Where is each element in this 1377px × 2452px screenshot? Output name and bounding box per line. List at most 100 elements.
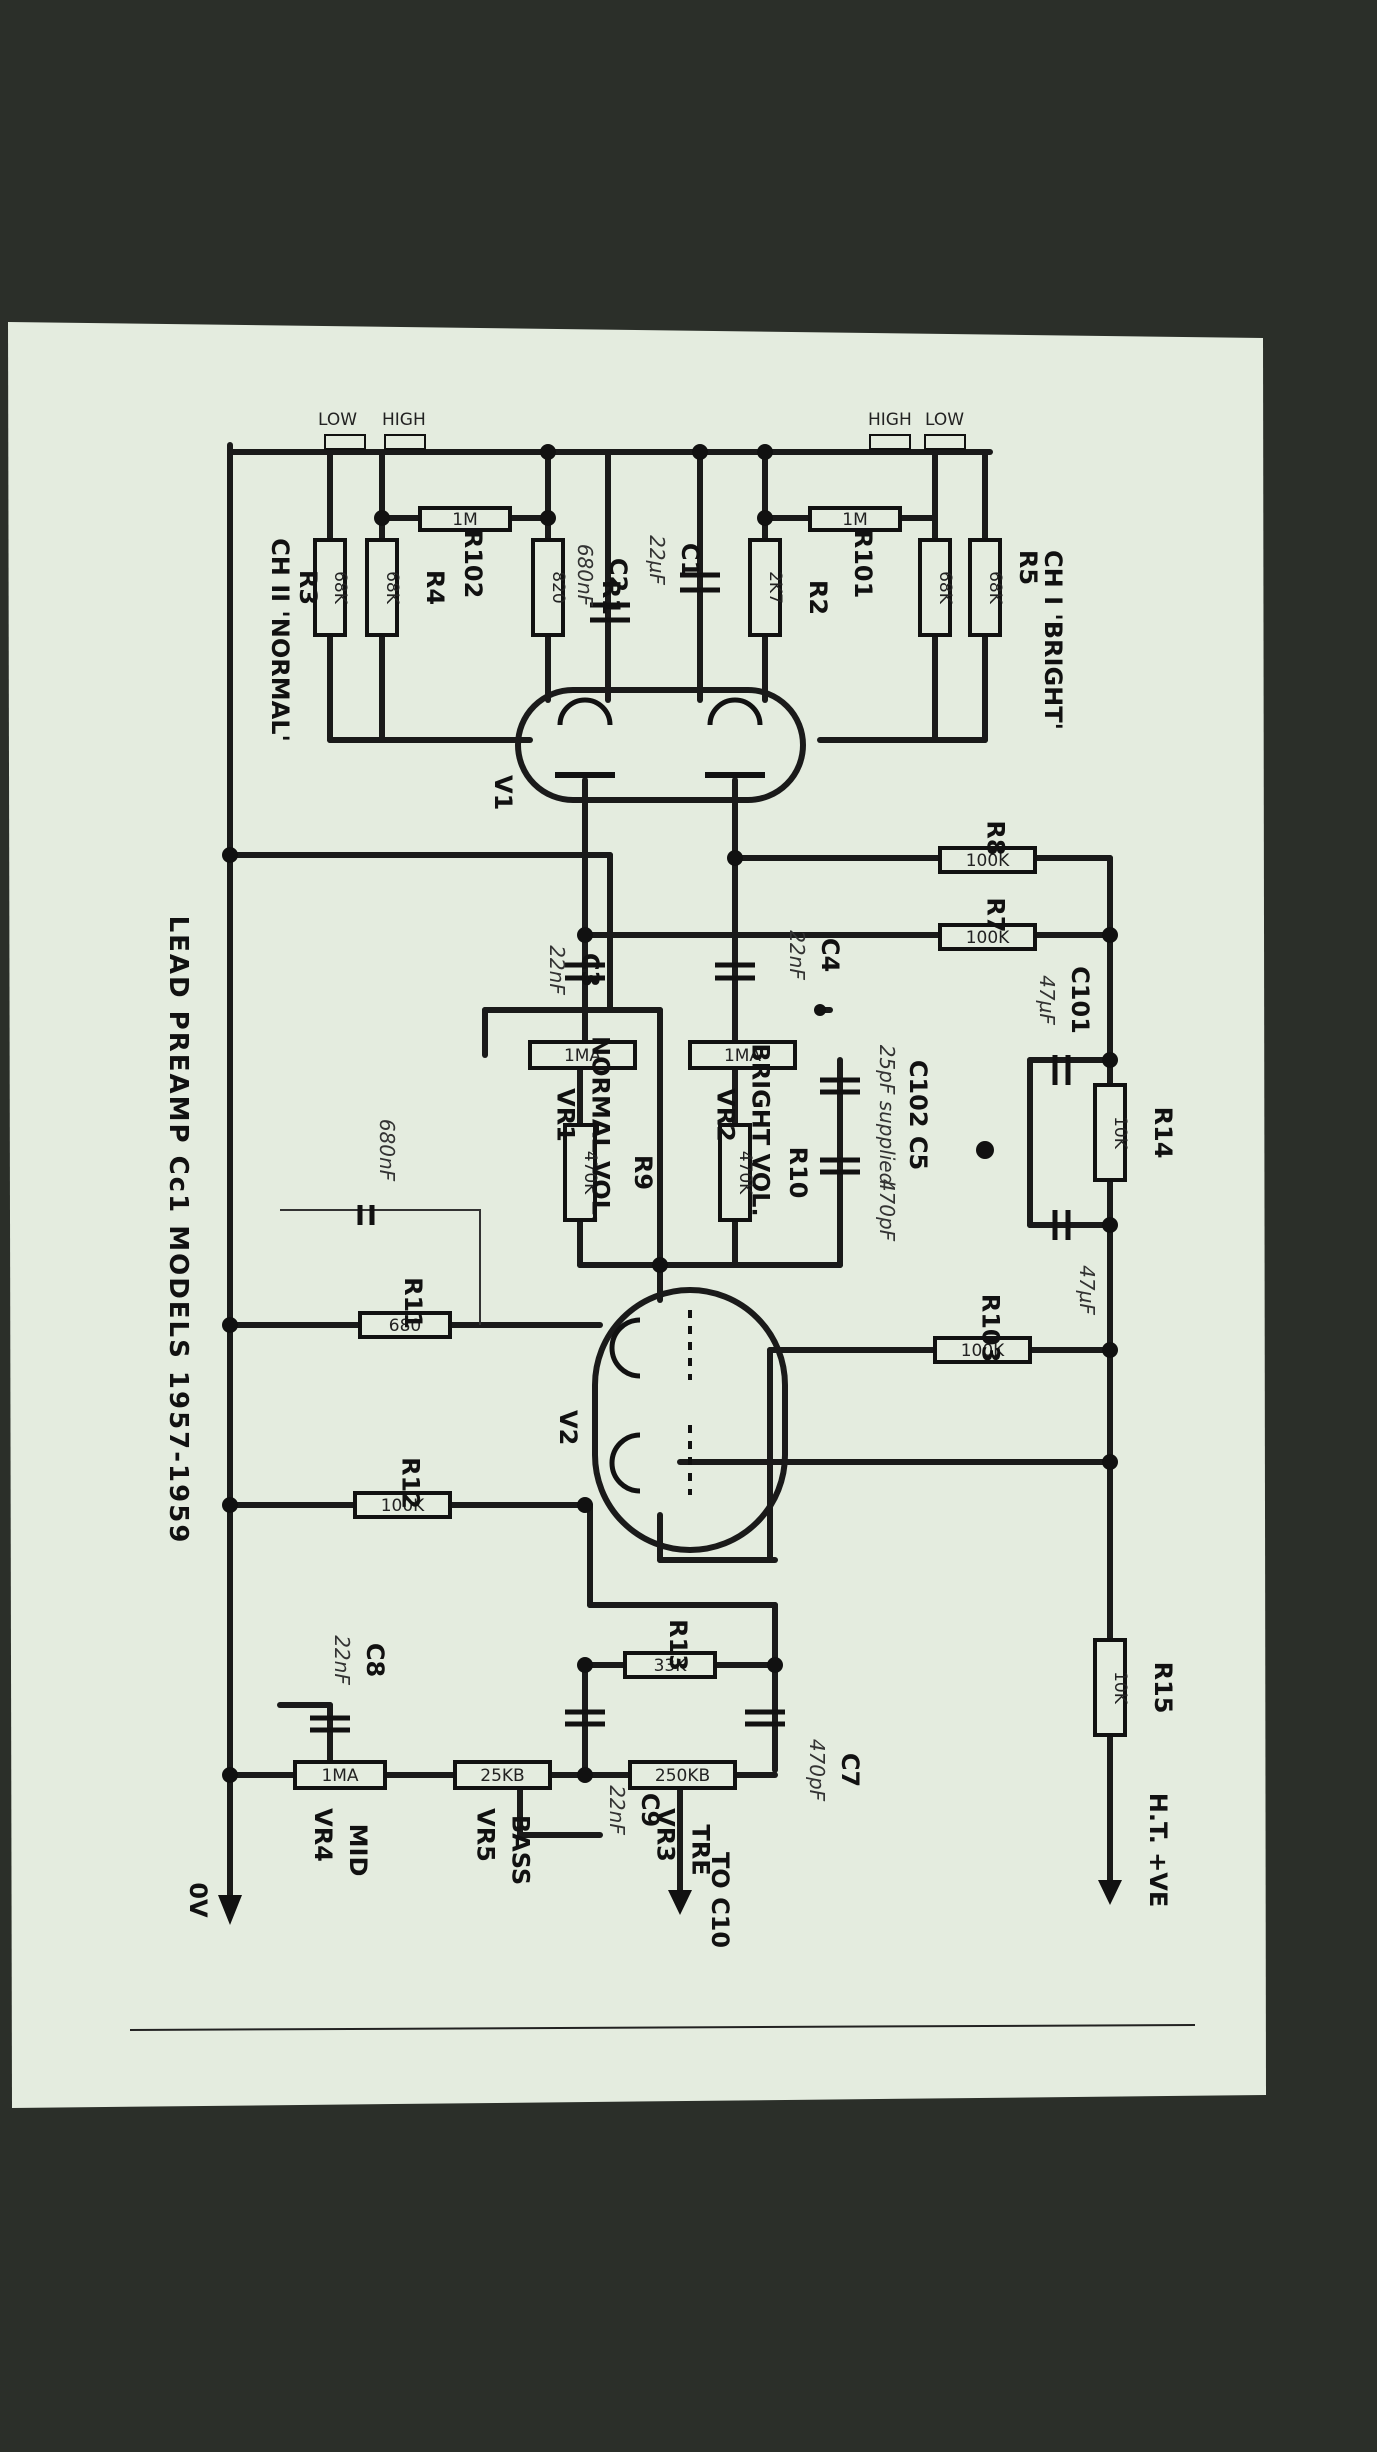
capacitor-c5b: 470pF [875,1179,899,1242]
resistor-body [968,538,1002,637]
resistor-ref: R102 [459,530,487,599]
channel-2-label: CH II 'NORMAL' [266,538,294,742]
resistor-value: 1M [842,510,867,530]
pot-body [688,1040,797,1070]
switch-right-low [924,434,966,450]
pot-body [293,1760,387,1790]
resistor-value: 470K [735,1151,755,1195]
resistor-ref: R7 [982,897,1010,932]
resistor-value: 100K [966,928,1010,948]
capacitor-c1: C1 22µF [645,535,704,585]
resistor-r15: 10K R15 [1093,1638,1177,1737]
resistor-ref: R3 [294,570,322,605]
resistor-value: 68K [935,571,955,605]
switch-right-high [869,434,911,450]
valve-v2-label: V2 [554,1410,582,1445]
ground-arrow-icon [218,1895,242,1925]
ht-label: H.T. +VE [1144,1793,1172,1907]
ht-arrow-icon [1098,1880,1122,1905]
capacitor-value: 470pF [875,1179,899,1242]
capacitor-value: 22nF [330,1635,354,1685]
capacitor-value: 470pF [805,1739,829,1802]
v2-valve-envelope [592,1287,788,1553]
resistor-value: 100K [961,1341,1005,1361]
switch-left-low [324,434,366,450]
resistor-ref: R101 [849,530,877,599]
pot-value: 1MA [724,1046,761,1066]
pot-body [628,1760,737,1790]
resistor-value: 10K [1110,1116,1130,1150]
resistor-body [365,538,399,637]
resistor-ref: R14 [1149,1107,1177,1159]
resistor-ref: R103 [977,1294,1005,1363]
resistor-body [313,538,347,637]
resistor-value: 100K [381,1496,425,1516]
capacitor-ref: C9 [636,1793,664,1827]
capacitor-value: 47µF [1035,975,1059,1025]
to-c10-label: TO C10 [706,1852,734,1948]
resistor-body [938,923,1037,951]
pot-function: BRIGHT VOL. [747,1043,775,1216]
resistor-ref: R8 [982,820,1010,855]
capacitor-ref: C8 [361,1643,389,1677]
junctions [222,444,1118,1783]
resistor-ref: R9 [629,1155,657,1190]
bottom-rule [129,2024,1196,2031]
resistor-body [938,846,1037,874]
capacitor-ref: C1 [676,543,704,577]
resistor-value: 2K7 [765,571,785,604]
capacitor-ref: C7 [836,1753,864,1787]
capacitor-plates [310,572,1071,1733]
pot-ref: VR1 [552,1088,580,1142]
v2-cathode-b [609,1432,641,1494]
pot-function: TRE [687,1824,715,1875]
components-layer: 68KR368KR41MR102820R12K7R21MR10168KR668K… [293,506,1177,1885]
capacitor-value: 47µF [1075,1265,1099,1315]
switch-label-right-low: LOW [925,410,964,430]
pot-value: 1MA [321,1766,358,1786]
ground-label: 0V [184,1882,212,1918]
capacitor-value: 680nF [573,544,597,607]
valve-v1-label: V1 [489,775,517,810]
resistor-body [748,538,782,637]
resistor-body [918,538,952,637]
v1-valve-envelope [515,687,806,803]
capacitor-ref: C102 C5 [904,1060,932,1170]
resistor-ref: R13 [664,1619,692,1671]
pot-ref: VR5 [472,1808,500,1862]
pot-value: 25KB [480,1766,524,1786]
pot-ref: VR3 [652,1808,680,1862]
pot-function: MID [344,1824,372,1877]
capacitor-ref: C3 [576,953,604,987]
resistor-ref: R4 [421,570,449,605]
resistor-ref: R15 [1149,1662,1177,1714]
pot-ref: VR2 [712,1088,740,1142]
resistor-value: 10K [1110,1671,1130,1705]
resistor-value: 1M [452,510,477,530]
resistor-body [718,1123,752,1222]
resistor-ref: R1 [597,580,625,615]
capacitor-c101b: 47µF [1075,1265,1099,1315]
resistor-value: 100K [966,851,1010,871]
resistor-ref: R5 [1014,550,1042,585]
capacitor-value: 22µF [645,535,669,585]
v2-cathode-a [609,1317,641,1379]
switch-label-left-low: LOW [318,410,357,430]
resistor-body [418,506,512,532]
